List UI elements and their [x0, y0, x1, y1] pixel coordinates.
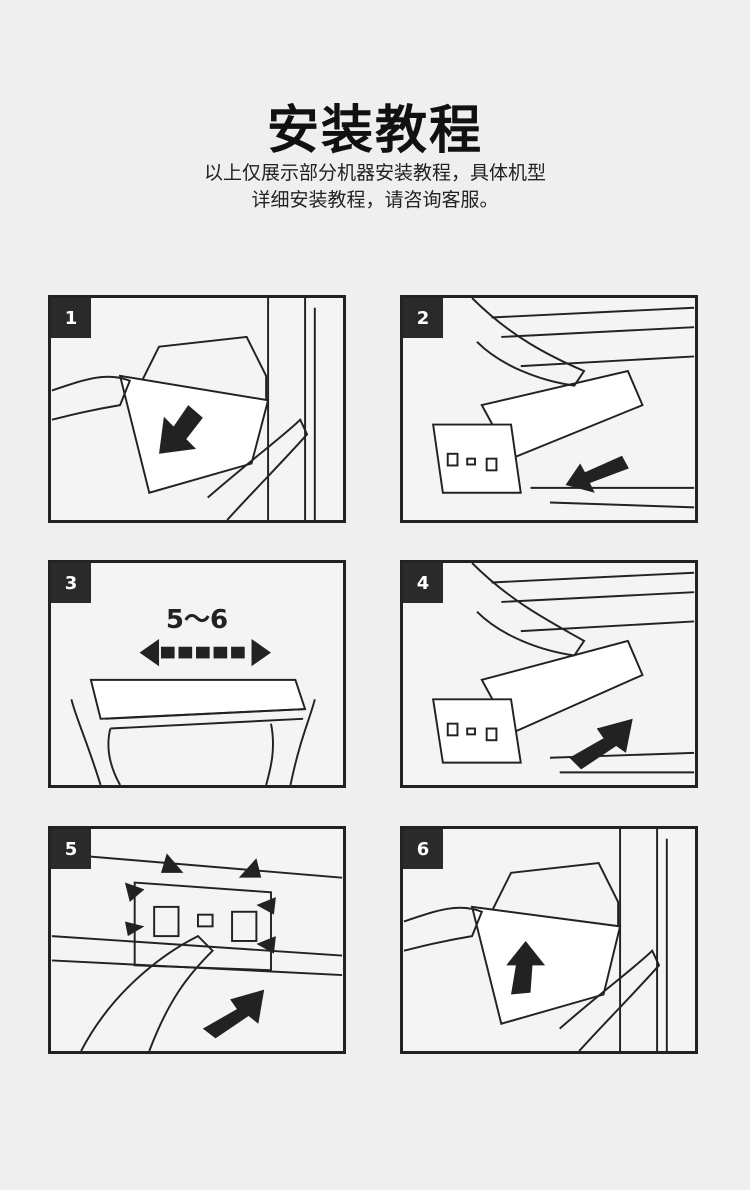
step-2-illustration	[432, 298, 695, 509]
page-title: 安装教程	[266, 101, 483, 161]
shake-count-label: 5～6	[165, 605, 229, 635]
step-5-panel: 5	[48, 826, 346, 1054]
step-number: 5	[51, 829, 91, 869]
arrow-up-right-icon	[569, 718, 633, 770]
step-3-panel: 3 5～6	[48, 560, 346, 788]
step-2-panel: 2	[400, 295, 698, 523]
arrow-down-left-icon	[159, 405, 203, 454]
arrow-up-icon	[506, 940, 546, 995]
step-number: 6	[403, 829, 443, 869]
arrow-left-right-icon	[139, 638, 271, 667]
step-number: 3	[51, 563, 91, 603]
subtitle: 以上仅展示部分机器安装教程，具体机型 详细安装教程，请咨询客服。	[0, 160, 750, 214]
arrow-up-right-icon	[202, 989, 265, 1039]
step-3-illustration	[70, 638, 316, 785]
step-5-illustration	[51, 852, 343, 1051]
subtitle-line: 以上仅展示部分机器安装教程，具体机型	[203, 162, 546, 184]
step-6-panel: 6	[400, 826, 698, 1054]
subtitle-line: 详细安装教程，请咨询客服。	[251, 189, 499, 211]
step-number: 1	[51, 298, 91, 338]
step-4-illustration	[431, 563, 695, 774]
step-number: 2	[403, 298, 443, 338]
alignment-arrows-icon	[124, 853, 276, 1039]
step-1-panel: 1	[48, 295, 346, 523]
arrow-left-icon	[565, 455, 629, 493]
step-6-illustration	[403, 829, 668, 1051]
step-number: 4	[403, 563, 443, 603]
step-1-illustration	[51, 298, 316, 520]
step-4-panel: 4	[400, 560, 698, 788]
